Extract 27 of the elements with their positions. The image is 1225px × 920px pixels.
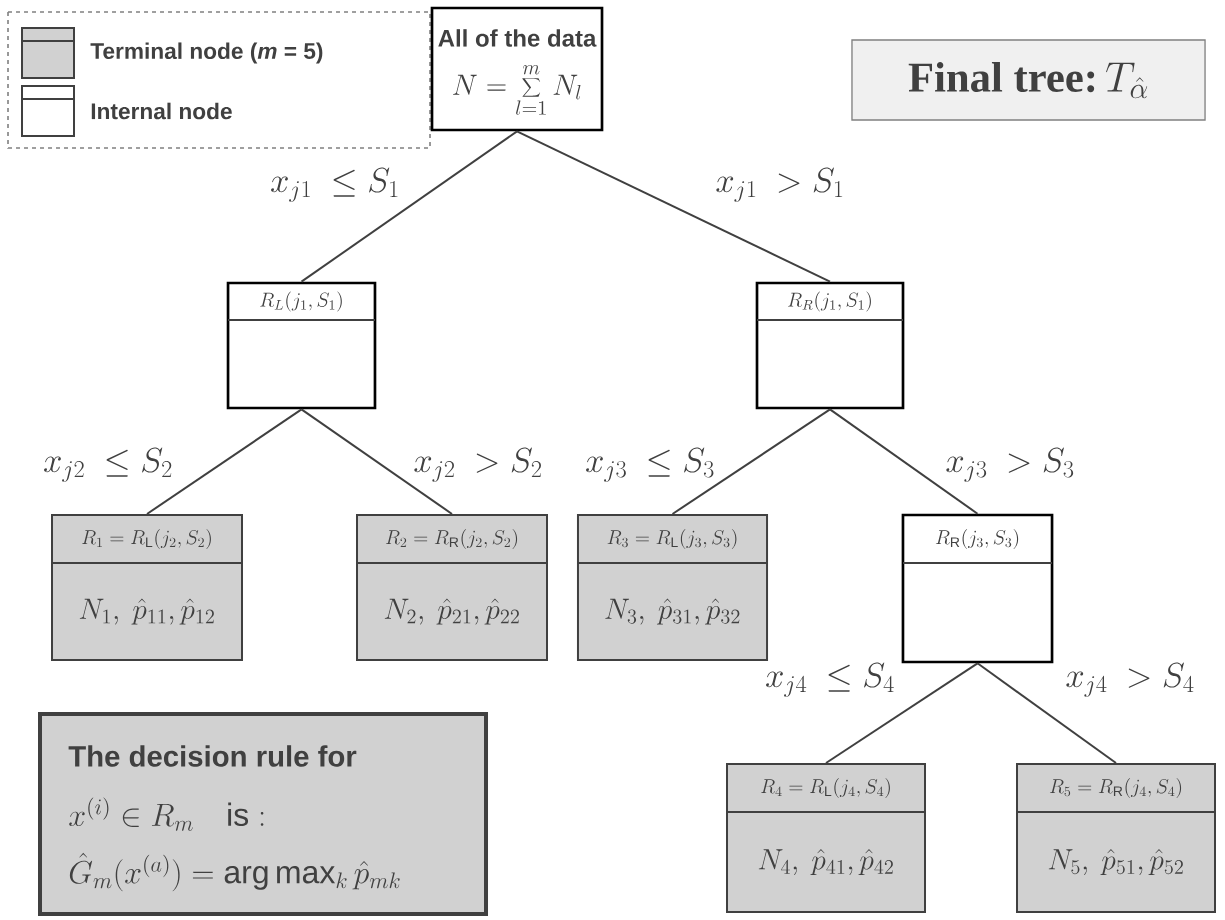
legend-label: Internal node <box>91 102 232 120</box>
terminal-node-box: $R_4 = R_{\mathrm{L}}(j_4, S_4)$ $N_4,\ \hat{p}_{41}, \hat{p}_{42}$ <box>726 763 926 913</box>
tree-branch <box>300 130 518 283</box>
root-node-box: All of the data $N = \sum_{l=1}^{m} N_l$ <box>430 6 604 132</box>
split-condition: $x_{j3} \ > S_3$ <box>944 446 1076 484</box>
legend-label: Terminal node (m = 5) <box>90 42 323 64</box>
tree-branch <box>825 662 979 764</box>
terminal-node-box: $R_1 = R_{\mathrm{L}}(j_2, S_2)$ $N_1,\ \hat{p}_{11}, \hat{p}_{12}$ <box>51 513 243 662</box>
internal-node-box: $R_L(j_1, S_1)$ <box>226 281 377 410</box>
title-box: $\textbf{Final tree:}\,T_{\hat{\alpha}}$ <box>851 39 1206 121</box>
split-condition: $x_{j2} \ \le S_2$ <box>41 446 175 484</box>
tree-branch <box>829 408 979 515</box>
split-condition: $x_{j1} \ \le S_1$ <box>268 166 402 204</box>
tree-branch <box>300 408 453 515</box>
split-condition: $x_{j4} \ \le S_4$ <box>763 661 897 699</box>
terminal-node-box: $R_2 = R_{\mathrm{R}}(j_2, S_2)$ $N_2,\ \hat{p}_{21}, \hat{p}_{22}$ <box>356 513 548 662</box>
split-condition: $x_{j2} \ > S_2$ <box>412 446 544 484</box>
split-condition: $x_{j4} \ > S_4$ <box>1064 661 1196 699</box>
tree-branch <box>516 130 831 283</box>
split-condition: $x_{j1} \ > S_1$ <box>714 166 846 204</box>
internal-node-box: $R_R(j_1, S_1)$ <box>755 281 905 410</box>
split-condition: $x_{j3} \ \le S_3$ <box>583 446 717 484</box>
tree-branch <box>146 408 303 515</box>
tree-branch <box>976 662 1117 764</box>
internal-node-box: $R_{\mathrm{R}}(j_3, S_3)$ <box>901 513 1054 664</box>
tree-branch <box>671 408 831 515</box>
terminal-node-box: $R_5 = R_{\mathrm{R}}(j_4, S_4)$ $N_5,\ \hat{p}_{51}, \hat{p}_{52}$ <box>1016 763 1216 913</box>
